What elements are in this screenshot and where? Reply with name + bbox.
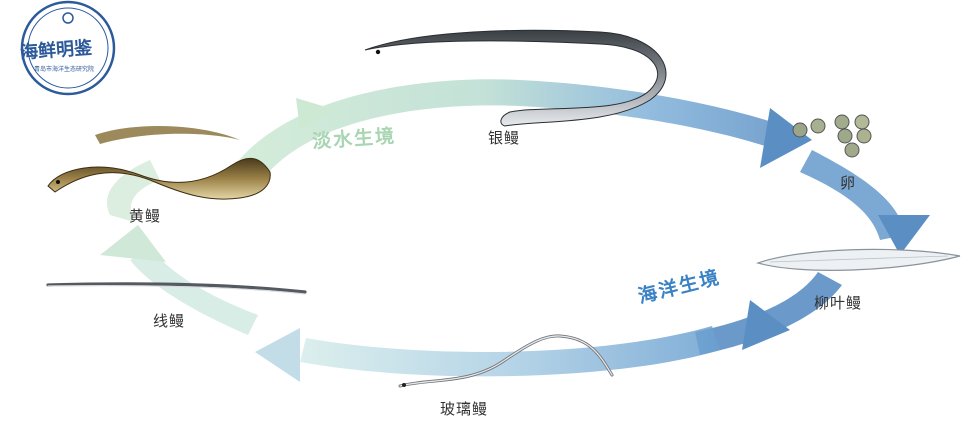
- stage-yellow-eel-label: 黄鳗: [129, 205, 161, 226]
- stage-glass-eel-label: 玻璃鳗: [440, 398, 488, 419]
- stage-silver-eel-label: 银鳗: [488, 127, 520, 148]
- leptocephalus-illustration: [758, 249, 960, 270]
- arrow-to-egg: [760, 108, 812, 168]
- arrow-to-yellow-eel: [100, 225, 166, 262]
- ring-left-lower-band: [130, 250, 258, 335]
- arrow-to-elver: [255, 328, 300, 382]
- logo-name: 海鲜明鉴: [19, 34, 93, 65]
- logo-subtitle: 青岛市海洋生态研究院: [34, 64, 94, 73]
- ring-bottom-band: [300, 326, 720, 376]
- stage-elver-label: 线鳗: [153, 310, 185, 331]
- stage-egg-label: 卵: [840, 172, 856, 193]
- yellow-eel-illustration: [48, 126, 270, 199]
- silver-eel-illustration: [365, 30, 666, 126]
- stage-leptocephalus-label: 柳叶鳗: [814, 292, 862, 313]
